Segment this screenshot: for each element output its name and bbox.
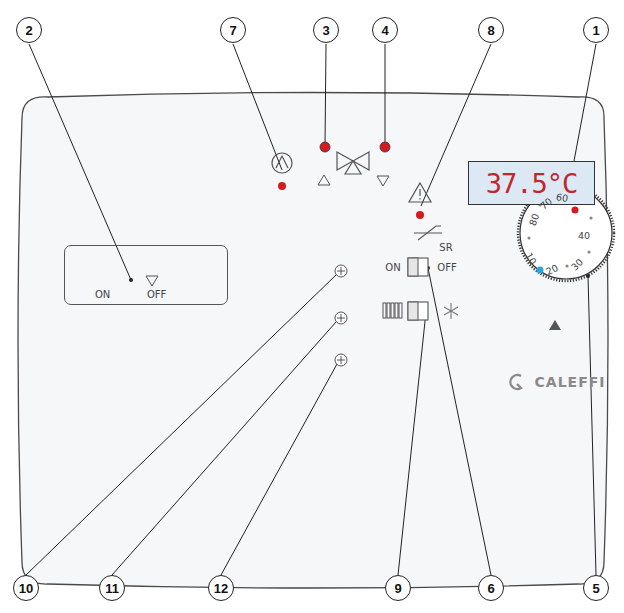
alarm-triangle xyxy=(409,183,431,202)
panel-housing xyxy=(18,93,608,589)
callout-number: 12 xyxy=(214,581,228,596)
radiator-fin xyxy=(387,303,390,318)
mode-switch-lever xyxy=(408,302,418,320)
callout-number: 8 xyxy=(487,23,494,38)
callout-number: 11 xyxy=(105,581,119,596)
valve-open-led xyxy=(320,142,330,152)
callout-number: 7 xyxy=(229,23,236,38)
callout-circle: 10 xyxy=(13,575,39,601)
callout-number: 2 xyxy=(25,23,32,38)
alarm-bang xyxy=(419,189,420,196)
alarm-bang-dot xyxy=(419,198,420,200)
safety-switch-lever xyxy=(408,258,418,276)
callout-number: 5 xyxy=(592,581,599,596)
dial-number: 40 xyxy=(578,230,590,241)
pump-triangle xyxy=(276,156,288,168)
callout-number: 6 xyxy=(487,581,494,596)
leader-line xyxy=(233,44,282,170)
radiator-fin xyxy=(395,303,398,318)
leader-lines xyxy=(26,44,596,575)
callout-circle: 4 xyxy=(372,17,398,43)
dial-dot xyxy=(589,216,592,219)
radiator-fin xyxy=(399,303,402,318)
callout-circle: 2 xyxy=(16,17,42,43)
valve-close-led xyxy=(380,142,390,152)
callout-circle: 5 xyxy=(583,575,609,601)
dial-cold-dot xyxy=(537,267,544,274)
snowflake-arm xyxy=(444,307,458,315)
callout-number: 10 xyxy=(19,581,33,596)
logo-mark xyxy=(510,375,521,389)
dial-number: 60 xyxy=(555,191,569,204)
pump-led xyxy=(278,182,286,190)
screw-cross xyxy=(337,356,345,364)
screw-cross xyxy=(337,267,345,275)
callout-number: 3 xyxy=(322,23,329,38)
radiator-fin xyxy=(383,303,386,318)
adjust-screw xyxy=(335,265,347,277)
mode-switch xyxy=(408,302,428,320)
valve-open-triangle xyxy=(318,175,330,185)
leader-line xyxy=(221,364,337,575)
valve-port xyxy=(345,161,361,174)
alarm-led xyxy=(416,211,424,219)
thermostat-slash xyxy=(418,226,441,240)
callout-circle: 12 xyxy=(208,575,234,601)
temperature-display: 37.5°C xyxy=(468,161,595,205)
alarm-symbol xyxy=(409,183,431,202)
switch-label: OFF xyxy=(147,289,166,300)
switch-label: ON xyxy=(385,262,400,273)
callout-circle: 3 xyxy=(313,17,339,43)
callout-number: 4 xyxy=(381,23,388,38)
safety-switch xyxy=(408,258,428,276)
leader-line xyxy=(574,44,596,161)
leader-line xyxy=(385,44,386,146)
adjust-screw xyxy=(335,354,347,366)
leader-line xyxy=(26,275,336,575)
dial-dot xyxy=(587,250,590,253)
pump-symbol xyxy=(272,153,292,173)
valve-symbol xyxy=(318,152,389,186)
callout-circle: 8 xyxy=(478,17,504,43)
dial-dot xyxy=(565,264,568,267)
dial-hot-dot xyxy=(572,207,579,214)
callout-number: 1 xyxy=(592,23,599,38)
leader-line xyxy=(428,268,491,575)
leader-dot xyxy=(129,278,133,282)
leader-line xyxy=(325,44,326,146)
leader-line xyxy=(112,322,336,575)
callout-circle: 9 xyxy=(385,575,411,601)
switch-label: OFF xyxy=(437,262,456,273)
selector-triangle xyxy=(146,276,158,286)
leader-dots xyxy=(129,266,590,314)
radiator-icon xyxy=(383,303,402,318)
adjust-screw xyxy=(335,312,347,324)
dial-dot xyxy=(527,236,530,239)
brand-logo: CALEFFI xyxy=(535,374,606,390)
leader-line xyxy=(398,312,426,575)
callout-circle: 1 xyxy=(583,17,609,43)
slide-switch-box: ON OFF xyxy=(64,245,228,305)
thermostat-symbol xyxy=(414,226,442,240)
switch-label: ON xyxy=(95,289,110,300)
adjust-screws xyxy=(335,265,347,366)
callout-circle: 6 xyxy=(478,575,504,601)
callout-circle: 11 xyxy=(99,575,125,601)
pump-circle xyxy=(272,153,292,173)
callout-number: 9 xyxy=(394,581,401,596)
symbol-label: SR xyxy=(439,242,452,253)
radiator-fin xyxy=(391,303,394,318)
snowflake-icon xyxy=(444,303,458,319)
leader-line xyxy=(588,276,596,575)
callout-circle: 7 xyxy=(220,17,246,43)
logo-arc xyxy=(510,375,521,389)
dial-pointer xyxy=(549,320,561,330)
valve-close-triangle xyxy=(377,176,389,186)
snowflake-arm xyxy=(444,307,458,315)
screw-cross xyxy=(337,314,345,322)
